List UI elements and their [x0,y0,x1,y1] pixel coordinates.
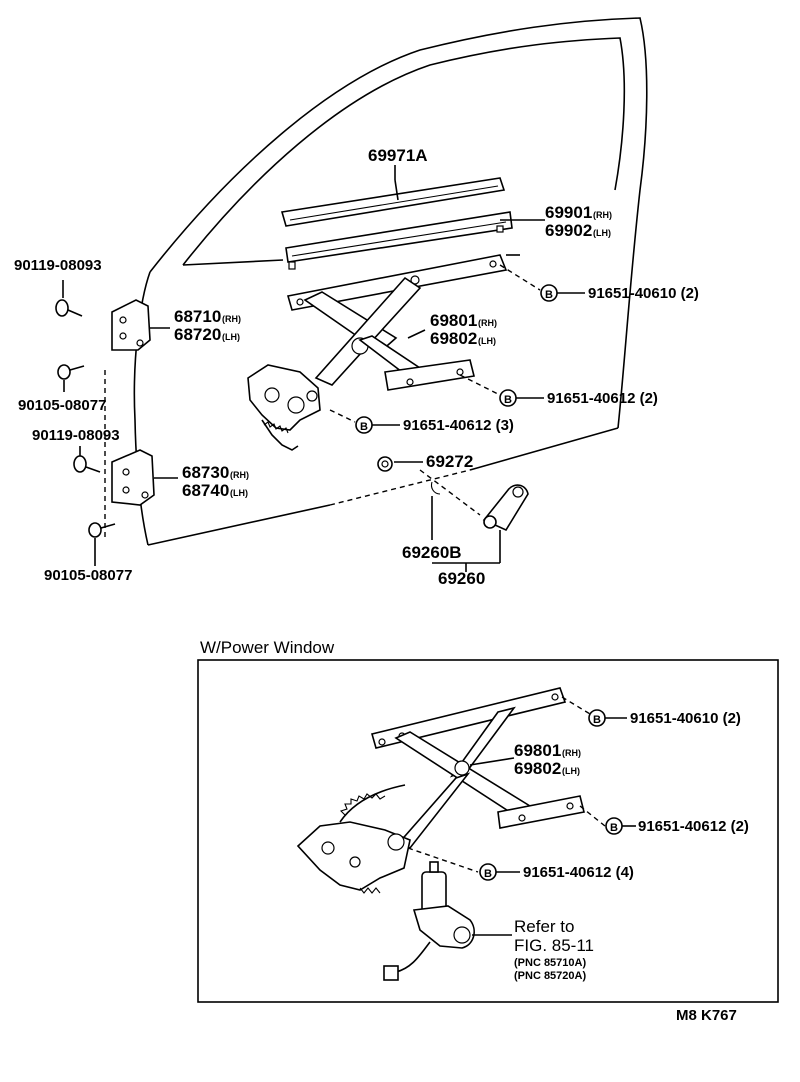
tag-lh-2: (LH) [222,332,240,342]
refer-pnc-1: (PNC 85710A) [514,957,586,969]
label-handle-sub: 69260B [402,543,462,562]
leader-lines-main [62,165,541,572]
label-channel-rh: 69901 [545,203,592,222]
glass-channel-lower [285,211,545,270]
power-window-box [197,659,779,1003]
tag-rh-2: (RH) [222,314,241,324]
b-marker-icon-1: B [540,284,558,302]
label-channel-top: 69971A [368,146,428,165]
b-marker-icon-3: B [355,416,373,434]
label-hinge-upper-lh: 68720 [174,325,221,344]
window-regulator-power [296,687,585,894]
b-marker-icon-2: B [499,389,517,407]
b-marker-icon-6: B [479,863,497,881]
pw-label-bolt-c: 91651-40612 (4) [523,864,634,881]
pw-label-bolt-b: 91651-40612 (2) [638,818,749,835]
window-regulator-manual [247,254,508,451]
tag-rh-5: (RH) [562,748,581,758]
glass-channel-top [280,177,506,227]
b-marker-icon-4: B [588,709,606,727]
refer-pnc-2: (PNC 85720A) [514,970,586,982]
label-hinge-bolt-top: 90119-08093 [14,257,102,274]
label-hinge-upper-rh: 68710 [174,307,221,326]
pw-label-regulator-rh: 69801 [514,741,561,760]
tag-lh-1: (LH) [593,228,611,238]
door-hinge-lower [111,449,155,506]
b-marker-icon-5: B [605,817,623,835]
bolt-icon-2 [57,364,85,380]
refer-line-2: FIG. 85-11 [514,936,594,955]
tag-rh-1: (RH) [593,210,612,220]
label-regulator-lh: 69802 [430,329,477,348]
tag-lh-5: (LH) [562,766,580,776]
label-handle: 69260 [438,569,485,588]
bolt-icon-3 [73,455,101,473]
pw-label-bolt-a: 91651-40610 (2) [630,710,741,727]
power-window-motor [383,861,475,981]
label-hinge-lower-lh: 68740 [182,481,229,500]
bolt-icon-1 [55,299,83,317]
footer-code: M8 K767 [676,1007,737,1024]
b-marker-text-1: B [545,289,553,301]
label-hinge-bolt-bottom: 90119-08093 [32,427,120,444]
b-marker-text-4: B [593,714,601,726]
label-bolt-a: 91651-40610 (2) [588,285,699,302]
bolt-icon-4 [88,522,116,538]
pw-label-regulator-lh: 69802 [514,759,561,778]
label-hinge-bolt-bottom-lower: 90105-08077 [44,567,132,584]
window-crank-handle [430,481,529,532]
b-marker-text-5: B [610,822,618,834]
tag-lh-4: (LH) [478,336,496,346]
washer-icon [377,456,393,472]
label-washer: 69272 [426,452,473,471]
label-channel-lh: 69902 [545,221,592,240]
label-regulator-rh: 69801 [430,311,477,330]
b-marker-text-3: B [360,421,368,433]
tag-rh-3: (RH) [230,470,249,480]
tag-lh-3: (LH) [230,488,248,498]
label-hinge-bolt-top-lower: 90105-08077 [18,397,106,414]
power-window-title: W/Power Window [200,638,335,657]
b-marker-text-2: B [504,394,512,406]
door-hinge-upper [111,299,151,351]
leader-lines-inset [407,696,606,936]
label-bolt-c: 91651-40612 (3) [403,417,514,434]
refer-line-1: Refer to [514,917,574,936]
label-bolt-b: 91651-40612 (2) [547,390,658,407]
label-hinge-lower-rh: 68730 [182,463,229,482]
b-marker-text-6: B [484,868,492,880]
tag-rh-4: (RH) [478,318,497,328]
